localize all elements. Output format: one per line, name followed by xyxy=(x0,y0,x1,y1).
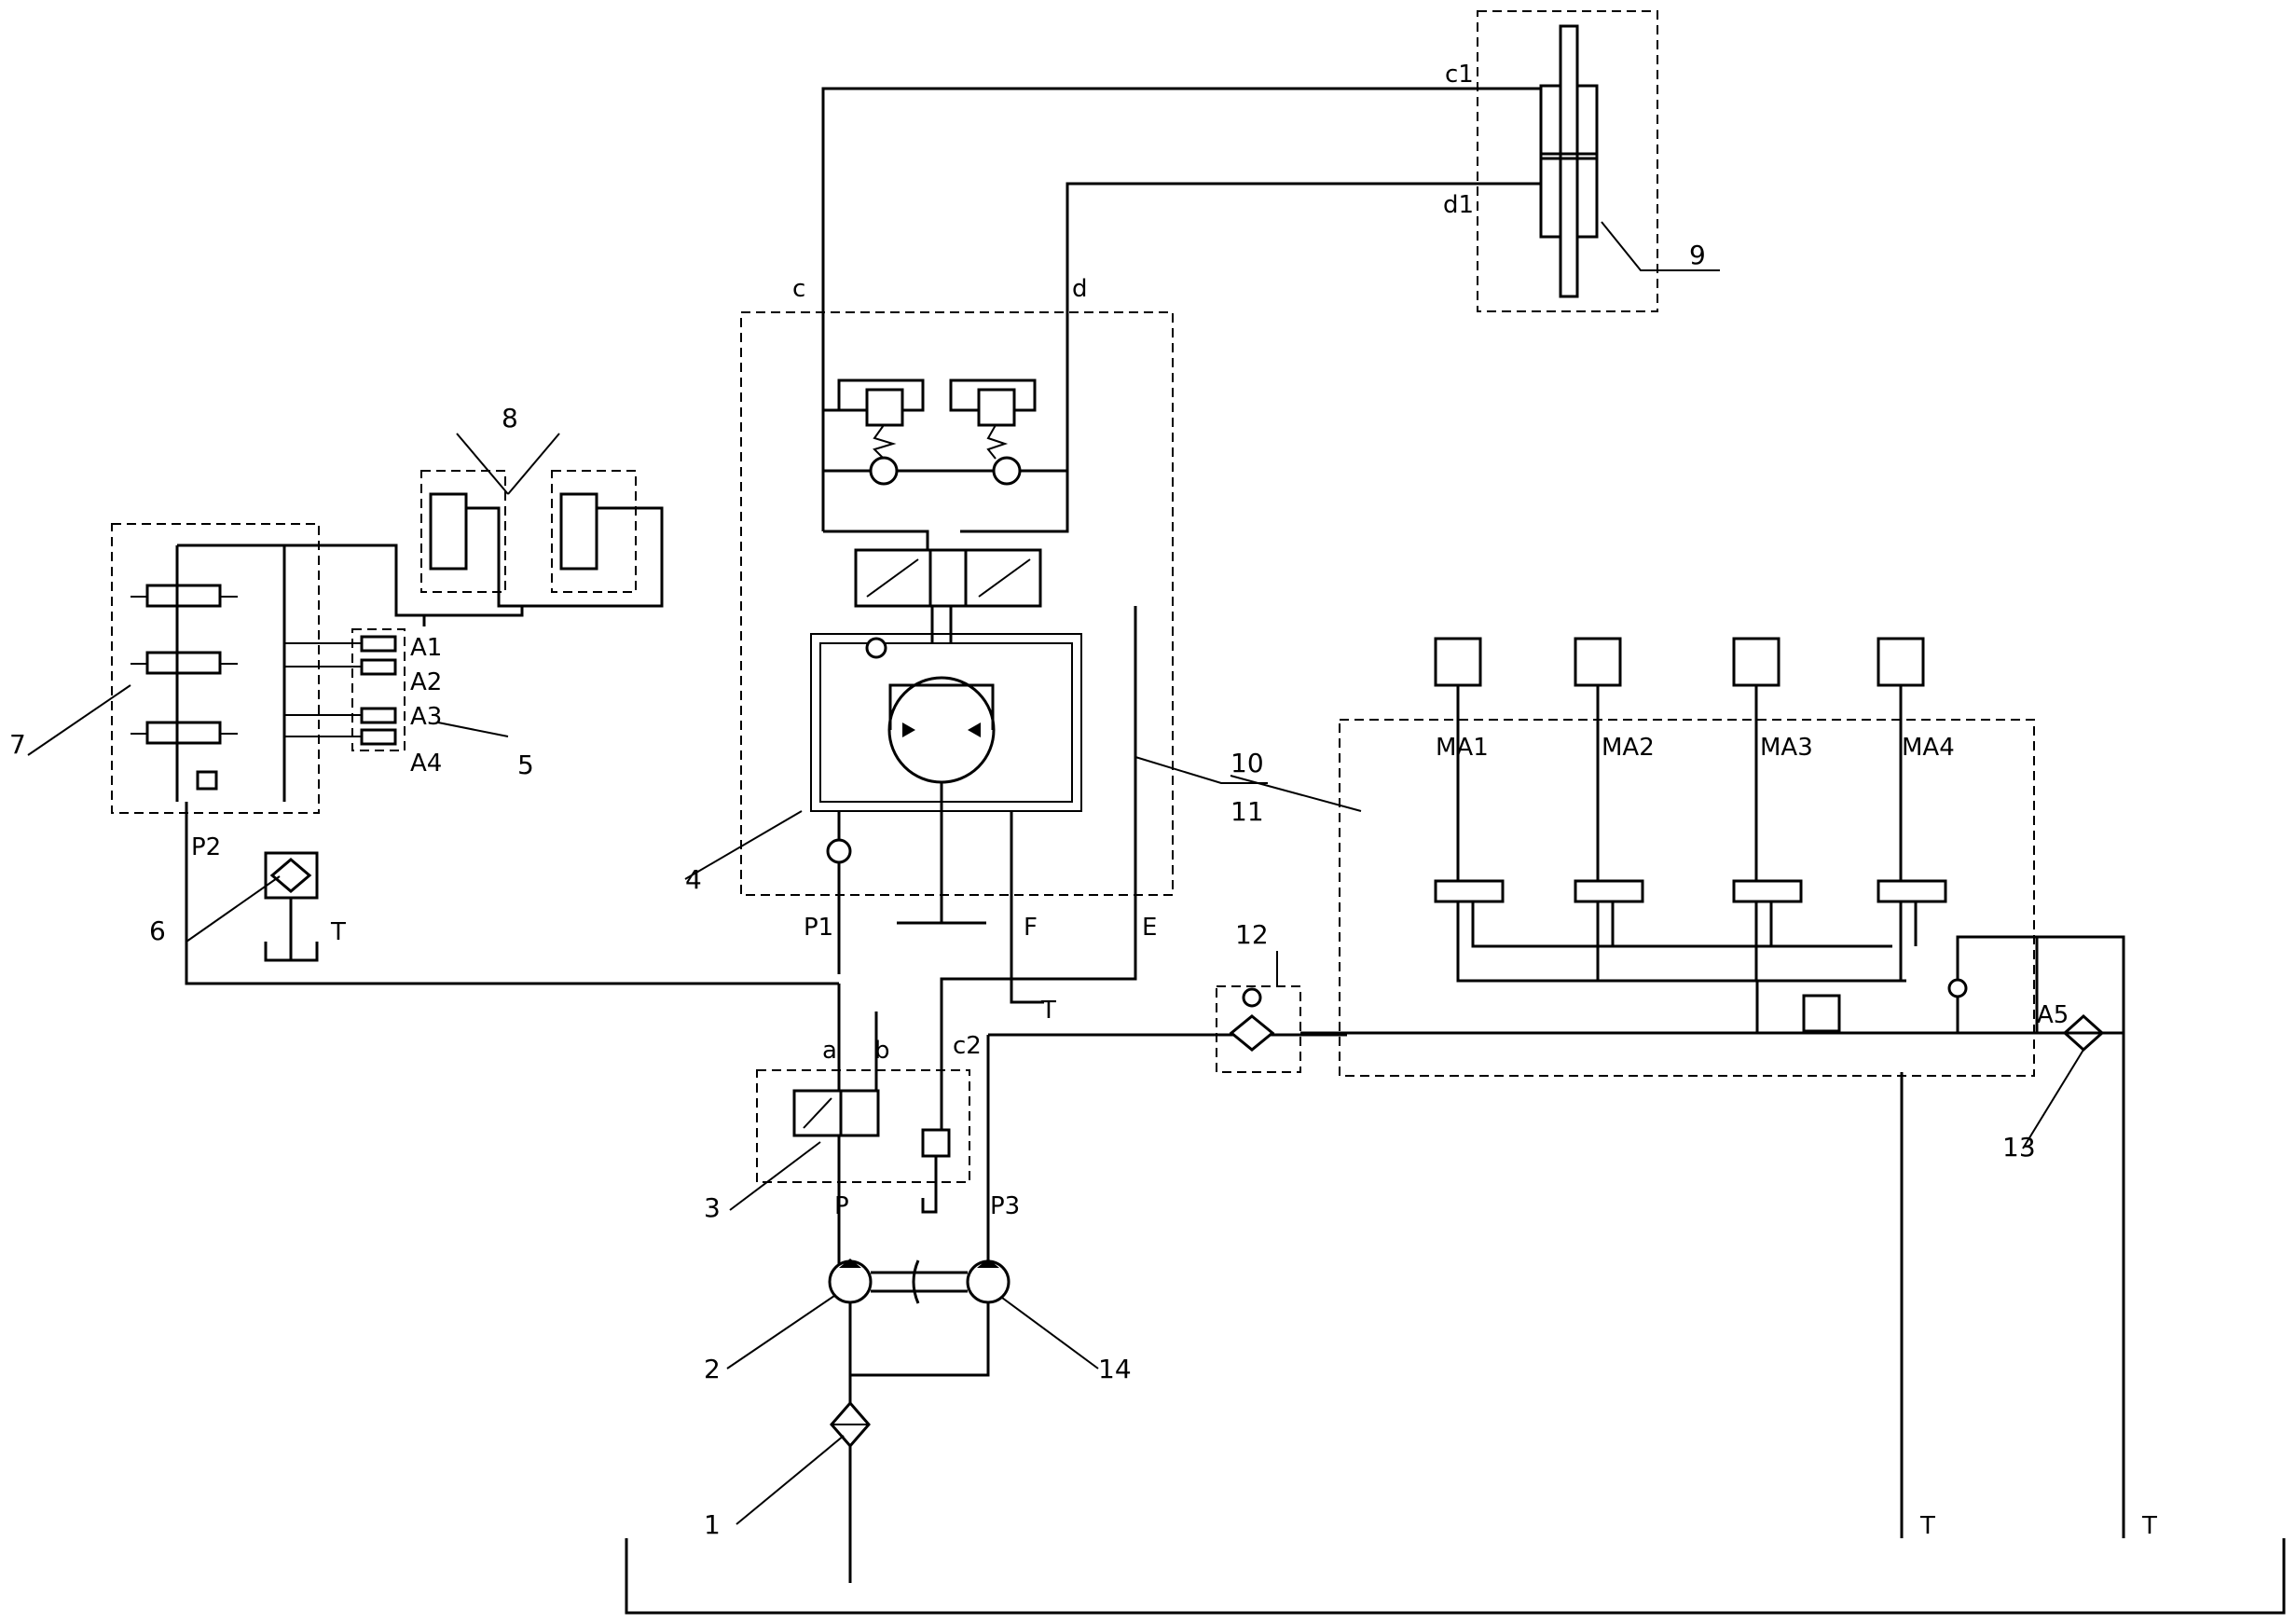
callout-5: 5 xyxy=(517,750,534,780)
label-a2: A2 xyxy=(410,668,442,696)
label-t3: T xyxy=(1919,1512,1935,1540)
valve-bank-7 xyxy=(111,523,839,985)
label-p2: P2 xyxy=(191,833,221,861)
filter-6 xyxy=(264,851,319,962)
line-e xyxy=(940,606,1137,1012)
label-ma3: MA3 xyxy=(1760,734,1813,762)
tank-symbol-f xyxy=(1010,990,1044,1004)
motor-circuit xyxy=(810,606,1082,925)
label-d1: d1 xyxy=(1443,191,1474,219)
label-c1: c1 xyxy=(1445,61,1474,89)
label-ma4: MA4 xyxy=(1902,734,1955,762)
label-f: F xyxy=(1024,914,1038,942)
valve-block-5 xyxy=(284,628,406,751)
valve-3 xyxy=(756,984,1347,1273)
label-a1: A1 xyxy=(410,634,442,662)
tank-outline xyxy=(625,1538,2286,1615)
valve-bank-10 xyxy=(1339,637,2125,1538)
callout-10: 10 xyxy=(1230,748,1264,778)
label-a3: A3 xyxy=(410,703,442,731)
line-d-to-d1 xyxy=(1066,182,1541,317)
label-c2: c2 xyxy=(953,1032,982,1060)
callout-13: 13 xyxy=(2002,1132,2036,1163)
callout-8: 8 xyxy=(502,403,518,434)
filter-1 xyxy=(830,1400,871,1583)
label-p: P xyxy=(834,1192,849,1220)
line-c-to-c1 xyxy=(821,87,1541,317)
label-t4: T xyxy=(2141,1512,2157,1540)
filter-12 xyxy=(1216,985,2037,1073)
label-b: b xyxy=(874,1037,890,1065)
callout-3: 3 xyxy=(704,1192,721,1223)
label-p1: P1 xyxy=(804,914,833,942)
pumps xyxy=(828,1259,1011,1403)
label-e: E xyxy=(1142,914,1157,942)
directional-valve-4 xyxy=(823,494,1069,608)
label-c: c xyxy=(792,275,805,303)
label-t1: T xyxy=(330,918,346,946)
label-a4: A4 xyxy=(410,750,442,778)
label-t2: T xyxy=(1040,997,1056,1025)
callout-leaders xyxy=(27,221,2084,1525)
callout-7: 7 xyxy=(9,729,26,760)
relief-valve-pair xyxy=(821,317,1069,531)
callout-14: 14 xyxy=(1098,1354,1132,1384)
label-d: d xyxy=(1072,275,1088,303)
callout-12: 12 xyxy=(1235,919,1269,950)
callout-9: 9 xyxy=(1689,240,1706,270)
callout-1: 1 xyxy=(704,1509,721,1540)
label-p3: P3 xyxy=(990,1192,1020,1220)
callout-2: 2 xyxy=(704,1354,721,1384)
callout-11: 11 xyxy=(1230,796,1264,827)
label-ma2: MA2 xyxy=(1602,734,1655,762)
check-valve-p1 xyxy=(826,838,852,864)
callout-6: 6 xyxy=(149,915,166,946)
callout-4: 4 xyxy=(685,864,702,895)
label-ma1: MA1 xyxy=(1436,734,1489,762)
valve-block-4 xyxy=(740,311,1174,896)
label-a: a xyxy=(822,1037,837,1065)
cylinder-9 xyxy=(1477,10,1658,312)
cylinders-8 xyxy=(420,470,664,617)
label-a5: A5 xyxy=(2037,1001,2069,1029)
